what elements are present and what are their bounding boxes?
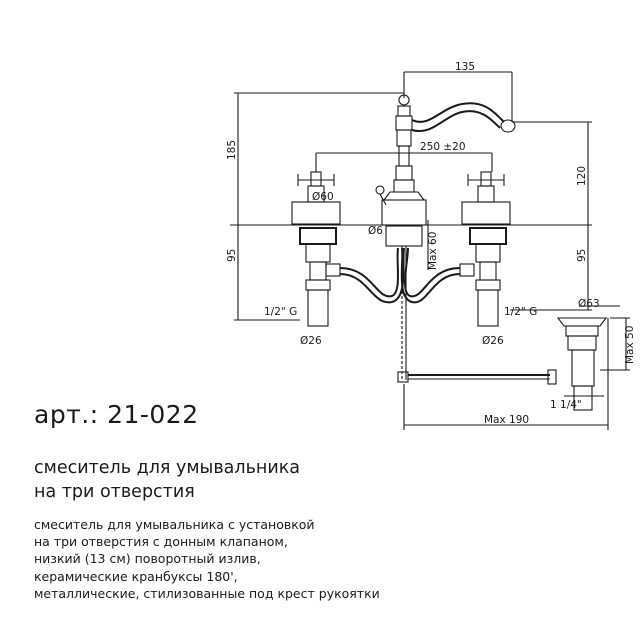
description-line: керамические кранбуксы 180', [34, 568, 238, 584]
dim-drain-thread: 1 1/4" [550, 399, 582, 411]
dim-thread-right: 1/2" G [504, 306, 537, 318]
dim-d26-right: Ø26 [482, 335, 504, 347]
dim-d6: Ø6 [368, 225, 383, 237]
dim-250: 250 ±20 [420, 141, 466, 153]
dim-135: 135 [455, 61, 475, 73]
article-number: арт.: 21-022 [34, 400, 199, 429]
dim-185: 185 [226, 140, 238, 160]
description-line: смеситель для умывальника с установкой [34, 517, 315, 532]
dim-max60: Max 60 [427, 232, 439, 270]
dim-d60: Ø60 [312, 191, 334, 203]
description-line: низкий (13 см) поворотный излив, [34, 551, 261, 567]
dim-d63: Ø63 [578, 298, 600, 310]
dim-95-right: 95 [576, 249, 588, 262]
dim-thread-left: 1/2" G [264, 306, 297, 318]
dim-max190: Max 190 [484, 414, 529, 426]
dim-95-left: 95 [226, 249, 238, 262]
dim-120: 120 [576, 166, 588, 186]
description-line: на три отверстия с донным клапаном, [34, 534, 288, 550]
description-line: металлические, стилизованные под крест р… [34, 585, 380, 601]
dim-drain-max50: Max 50 [624, 326, 636, 364]
subtitle-line-2: на три отверстия [34, 482, 195, 502]
dim-d26-left: Ø26 [300, 335, 322, 347]
description: смеситель для умывальника с установкой н… [34, 516, 634, 602]
subtitle-line-1: смеситель для умывальника [34, 458, 301, 478]
